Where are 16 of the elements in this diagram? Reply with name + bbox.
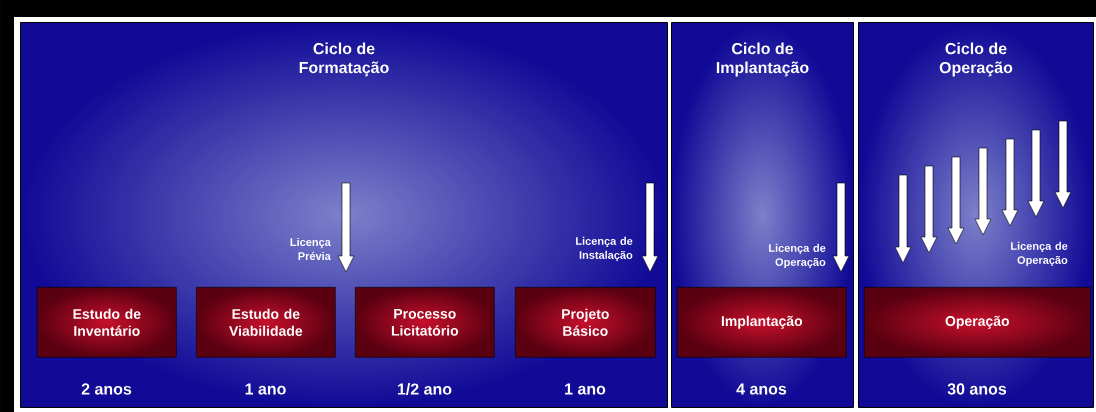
duration-label: 1 ano [245, 383, 286, 395]
license-label: Licença de Operação [1011, 241, 1068, 267]
license-label: Licença de Operação [769, 243, 826, 269]
duration-label: 1/2 ano [397, 383, 452, 395]
license-label: Licença de Instalação [576, 236, 633, 262]
duration-label: 4 anos [736, 383, 787, 395]
duration-label: 1 ano [565, 383, 606, 395]
duration-label: 2 anos [81, 383, 132, 395]
phase-box: Estudo de Viabilidade [196, 287, 336, 358]
phase-box: Implantação [677, 287, 847, 358]
phase-box: Estudo de Inventário [37, 287, 177, 358]
license-label: Licença Prévia [290, 237, 331, 261]
duration-label: 30 anos [947, 383, 1007, 395]
phase-box: Processo Licitatório [355, 287, 495, 358]
phase-box: Operação [864, 287, 1091, 358]
phase-box: Projeto Básico [515, 287, 656, 358]
